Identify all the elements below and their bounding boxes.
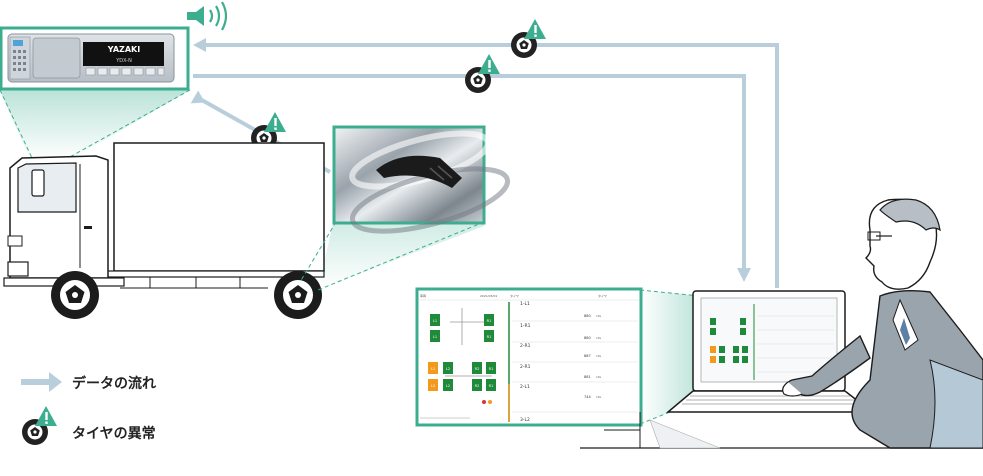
tire-label: R1 xyxy=(489,367,494,371)
device-display xyxy=(83,42,164,66)
tire-grid-rear: L1 L2 R2 R1 L2 L2 R2 R1 xyxy=(428,362,496,391)
tire-grid-front: L1 R1 L1 R1 xyxy=(430,314,494,342)
screen-header-left: 車両 xyxy=(420,293,426,298)
row-unit: kPa xyxy=(596,336,601,340)
truck xyxy=(3,142,325,320)
tire-alert-icon xyxy=(465,54,500,93)
row-id: 1-R1 xyxy=(520,323,531,329)
legend-tire-anomaly-label: タイヤの異常 xyxy=(72,426,156,442)
status-dot xyxy=(488,400,492,404)
tire-label: R1 xyxy=(489,384,494,388)
row-value: 880 xyxy=(584,336,591,340)
device-brand: YAZAKI xyxy=(107,45,140,54)
device-model: YDX-N xyxy=(115,58,132,64)
arrow-head xyxy=(193,38,206,52)
tire-label: L1 xyxy=(431,367,435,371)
row-id: 1-L1 xyxy=(520,301,530,307)
tire-label: L2 xyxy=(431,384,435,388)
laptop-screen-thumbnail xyxy=(710,304,834,380)
tire-sensor-photo xyxy=(332,125,511,234)
screen-header-tab: タイヤ xyxy=(510,293,519,298)
arrow-head xyxy=(190,90,206,104)
arrow-head xyxy=(737,268,751,282)
sensor-body xyxy=(376,155,462,188)
row-value: 881 xyxy=(584,375,591,379)
tire-label: L1 xyxy=(433,335,437,339)
row-unit: kPa xyxy=(596,395,601,399)
tire-label: L2 xyxy=(446,367,450,371)
truck-rear-wheel xyxy=(273,270,323,320)
row-value: 880 xyxy=(584,314,591,318)
zoom-guide xyxy=(0,89,33,159)
tire-label: R2 xyxy=(475,367,480,371)
row-value: 744 xyxy=(584,395,591,399)
row-id: 3-L2 xyxy=(520,417,530,423)
tire-label: L1 xyxy=(433,319,437,323)
zoom-guide xyxy=(67,89,191,159)
row-unit: kPa xyxy=(596,314,601,318)
row-id: 2-R1 xyxy=(520,343,531,349)
legend-tire-anomaly: タイヤの異常 xyxy=(72,423,156,443)
tire-pressure-list: 1-L1 880 kPa 1-R1 880 kPa 2-R1 887 kPa 2… xyxy=(512,301,638,423)
monitoring-screen: 車両 2021/03/01 タイヤ タイヤ L1 R1 L1 R1 L1 L2 … xyxy=(415,287,643,427)
arrow-to-laptop xyxy=(193,74,746,270)
tire-label: R1 xyxy=(487,319,492,323)
screen-zoom-fade xyxy=(640,290,700,424)
office-worker xyxy=(782,198,983,449)
screen-header-tab: タイヤ xyxy=(598,293,607,298)
device-zoom-fade xyxy=(0,90,190,160)
arrow-to-device-top xyxy=(202,43,779,288)
tachograph-device: YAZAKI YDX-N xyxy=(0,26,190,91)
screen-header-mid: 2021/03/01 xyxy=(480,294,497,298)
speaker-wave-icon xyxy=(187,1,228,31)
laptop xyxy=(665,290,875,413)
tire-label: R1 xyxy=(487,335,492,339)
truck-front-wheel xyxy=(50,270,100,320)
row-id: 2-R1 xyxy=(520,364,531,370)
legend-data-flow: データの流れ xyxy=(72,373,156,393)
row-id: 2-L1 xyxy=(520,384,530,390)
tire-alert-icon xyxy=(511,19,546,58)
legend-data-flow-label: データの流れ xyxy=(72,376,156,392)
row-value: 887 xyxy=(584,354,591,358)
row-unit: kPa xyxy=(596,354,601,358)
zoom-guide xyxy=(299,221,337,283)
status-dot xyxy=(482,400,486,404)
tire-label: R2 xyxy=(475,384,480,388)
tire-label: L2 xyxy=(446,384,450,388)
zoom-guide xyxy=(639,289,701,297)
legend-arrow-icon xyxy=(21,372,62,392)
zoom-guide xyxy=(317,221,485,291)
legend-tire-alert-icon xyxy=(22,406,57,445)
row-unit: kPa xyxy=(596,375,601,379)
